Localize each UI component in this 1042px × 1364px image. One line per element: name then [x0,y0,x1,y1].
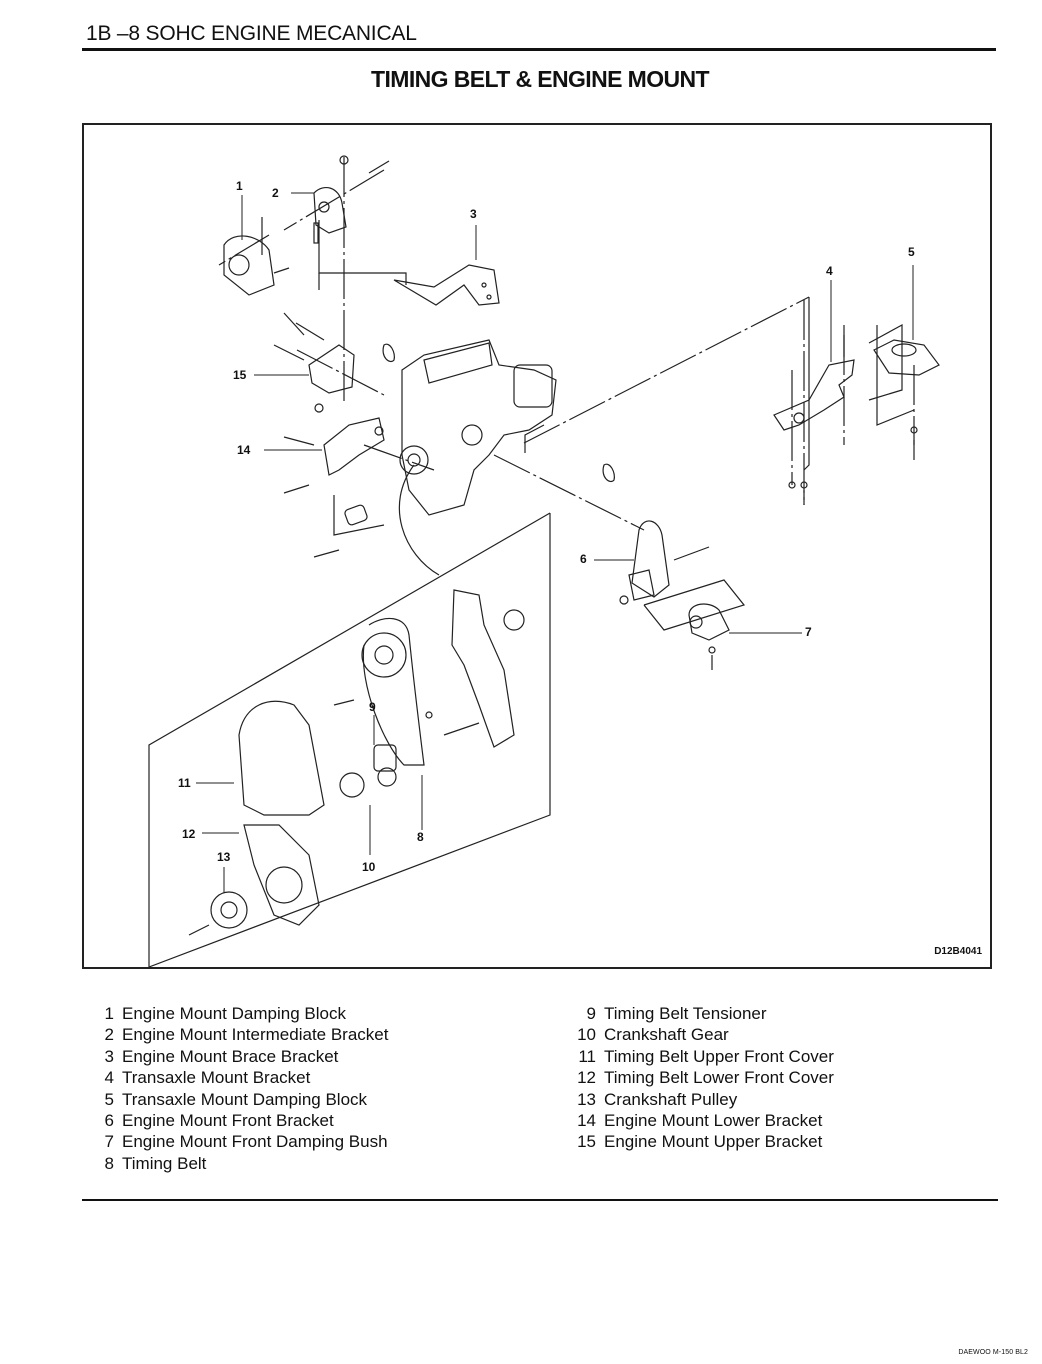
legend-number: 9 [586,1004,596,1023]
legend-item: 1 Engine Mount Damping Block [100,1003,388,1024]
engine-block [382,339,615,516]
legend-item: 2 Engine Mount Intermediate Bracket [100,1024,389,1045]
legend-number: 15 [577,1132,596,1152]
legend-number: 8 [104,1153,114,1173]
callout-9: 9 [369,700,376,714]
legend-label: Engine Mount Upper Bracket [604,1132,823,1152]
callout-14: 14 [237,443,251,457]
part-7-front-damping-bush [688,603,730,670]
legend-label: Transaxle Mount Bracket [122,1068,311,1088]
part-15-upper-bracket [273,322,355,413]
callout-2: 2 [272,186,279,200]
legend-label: Transaxle Mount Damping Block [122,1089,368,1109]
figure-code: D12B4041 [934,946,982,957]
callout-12: 12 [182,827,196,841]
legend-item: 5 Transaxle Mount Damping Block [100,1089,388,1110]
document-code: DAEWOO M-150 BL2 [958,1349,1028,1356]
callout-15: 15 [233,368,247,382]
legend-number: 5 [104,1089,114,1109]
legend-item: 10 Crankshaft Gear [570,1024,834,1045]
callout-1: 1 [236,179,243,193]
callout-10: 10 [362,860,376,874]
section-heading: 1B –8 SOHC ENGINE MECANICAL [86,22,417,45]
part-4-transaxle-bracket [773,325,855,505]
diagram-artwork [148,155,940,967]
legend-item: 14 Engine Mount Lower Bracket [570,1110,834,1131]
legend-item: 6 Engine Mount Front Bracket [100,1110,388,1131]
callout-6: 6 [580,552,587,566]
legend-item: 13 Crankshaft Pulley [570,1089,834,1110]
callout-8: 8 [417,830,424,844]
legend-label: Crankshaft Gear [604,1025,729,1045]
legend-number: 7 [104,1132,114,1152]
part-1-damping-block [223,217,290,296]
legend-label: Timing Belt Lower Front Cover [604,1068,834,1088]
legend-number: 13 [577,1089,596,1109]
timing-covers [188,700,325,936]
legend-label: Crankshaft Pulley [604,1089,738,1109]
footer-divider [82,1199,998,1201]
legend-number: 3 [104,1046,114,1066]
legend-label: Engine Mount Brace Bracket [122,1046,339,1066]
legend-item: 4 Transaxle Mount Bracket [100,1067,388,1088]
legend-number: 14 [577,1111,596,1131]
legend-item: 15 Engine Mount Upper Bracket [570,1131,834,1152]
callout-4: 4 [826,264,833,278]
legend-label: Engine Mount Damping Block [122,1004,346,1023]
exploded-diagram: 1 2 3 4 5 6 7 8 9 10 11 12 13 14 15 D12B… [82,123,992,969]
legend-item: 7 Engine Mount Front Damping Bush [100,1131,388,1152]
legend-item: 8 Timing Belt [100,1153,388,1174]
legend-label: Engine Mount Front Bracket [122,1111,334,1131]
parts-legend-right: 9 Timing Belt Tensioner 10 Crankshaft Gear… [570,1003,834,1153]
part-3-brace-bracket [393,264,500,306]
legend-number: 10 [577,1025,596,1045]
legend-label: Engine Mount Intermediate Bracket [122,1025,389,1045]
legend-number: 2 [104,1025,114,1045]
legend-label: Timing Belt Tensioner [604,1004,767,1023]
legend-label: Engine Mount Lower Bracket [604,1111,823,1131]
legend-number: 12 [577,1068,596,1088]
assembly-lines [218,157,915,531]
part-2-intermediate-bracket [313,155,390,244]
callout-leaders [196,192,914,893]
part-5-transaxle-damping-block [868,323,940,460]
connector-outlines [148,220,915,967]
legend-item: 12 Timing Belt Lower Front Cover [570,1067,834,1088]
callout-11: 11 [178,776,191,790]
callout-5: 5 [908,245,915,259]
page-header: 1B –8 SOHC ENGINE MECANICAL [82,22,996,51]
part-14-lower-bracket [283,417,385,558]
legend-number: 6 [104,1111,114,1131]
legend-item: 11 Timing Belt Upper Front Cover [570,1046,834,1067]
legend-number: 1 [104,1004,114,1023]
legend-item: 9 Timing Belt Tensioner [570,1003,834,1024]
legend-number: 4 [104,1068,114,1088]
part-6-front-bracket [619,520,710,605]
legend-number: 11 [578,1046,596,1066]
callout-3: 3 [470,207,477,221]
legend-label: Engine Mount Front Damping Bush [122,1132,388,1152]
legend-label: Timing Belt Upper Front Cover [604,1046,834,1066]
legend-label: Timing Belt [122,1153,207,1173]
timing-components [333,589,525,798]
callout-13: 13 [217,850,231,864]
page-title: TIMING BELT & ENGINE MOUNT [371,66,710,92]
callout-7: 7 [805,625,812,639]
legend-item: 3 Engine Mount Brace Bracket [100,1046,388,1067]
